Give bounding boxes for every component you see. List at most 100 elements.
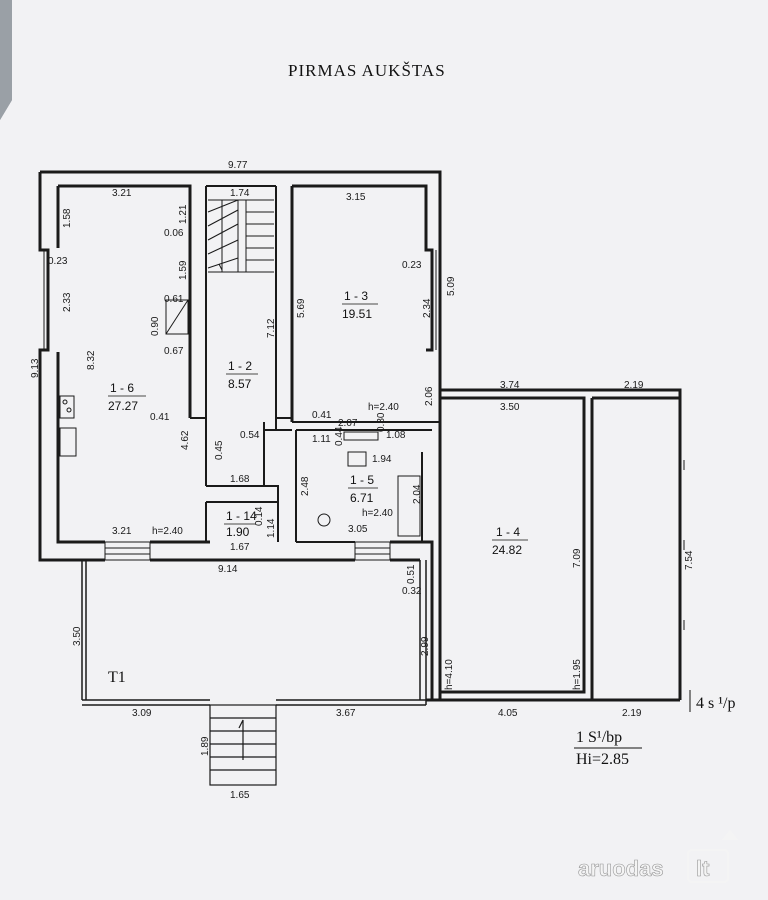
- dim-label: 3.05: [348, 524, 368, 535]
- dim-label: 0.45: [214, 440, 225, 460]
- dim-label: 0.30: [376, 412, 387, 432]
- height-room-6: h=2.40: [152, 526, 183, 537]
- entry-steps: [209, 704, 277, 786]
- dim-label: 0.51: [406, 564, 417, 584]
- inner-walls: [190, 185, 440, 543]
- door-steps: [104, 541, 391, 561]
- dim-label: 0.41: [312, 410, 332, 421]
- plan-title: PIRMAS AUKŠTAS: [288, 61, 446, 80]
- dim-label: 2.99: [420, 636, 431, 656]
- dim-label: 3.09: [132, 708, 152, 719]
- dim-label: 0.06: [164, 228, 184, 239]
- dim-label: 0.32: [402, 586, 422, 597]
- dim-label: 3.21: [112, 526, 132, 537]
- dim-label: 2.33: [62, 292, 73, 312]
- dim-label: 3.74: [500, 380, 520, 391]
- room-1-5: 1 - 5 6.71: [348, 473, 378, 505]
- room-area: 24.82: [492, 543, 522, 557]
- dim-label: 2.34: [422, 298, 433, 318]
- dim-label: 1.74: [230, 188, 250, 199]
- terrace-outline: [81, 560, 427, 706]
- dim-label: 3.21: [112, 188, 132, 199]
- room-id: 1 - 3: [344, 289, 368, 303]
- dim-label: 3.50: [72, 626, 83, 646]
- room-1-3: 1 - 3 19.51: [342, 289, 378, 321]
- terrace-label: T1: [108, 669, 126, 686]
- room-area: 1.90: [226, 525, 250, 539]
- dim-label: 9.13: [30, 358, 41, 378]
- dim-label: 0.61: [164, 294, 184, 305]
- dim-label: 5.69: [296, 298, 307, 318]
- dim-label: 8.32: [86, 350, 97, 370]
- house-chimney-icon: [722, 830, 738, 840]
- dim-label: 2.48: [300, 476, 311, 496]
- dim-label: 5.09: [446, 276, 457, 296]
- dim-label: 1.59: [178, 260, 189, 280]
- room-area: 6.71: [350, 491, 374, 505]
- height-garage-right: h=1.95: [572, 659, 583, 690]
- room-area: 19.51: [342, 307, 372, 321]
- dim-label: 3.15: [346, 192, 366, 203]
- dim-label: 2.19: [624, 380, 644, 391]
- room-1-6: 1 - 6 27.27: [108, 381, 146, 413]
- room-1-14: 1 - 14 1.90: [224, 509, 257, 539]
- legend-line-2: Hi=2.85: [576, 751, 629, 768]
- room-id: 1 - 2: [228, 359, 252, 373]
- room-id: 1 - 4: [496, 525, 520, 539]
- outer-walls: [38, 170, 682, 702]
- dim-label: 0.54: [240, 430, 260, 441]
- dim-label: 2.04: [412, 484, 423, 504]
- room-area: 8.57: [228, 377, 252, 391]
- dim-label: 2.07: [338, 418, 358, 429]
- legend-line-1: 1 S¹/bp: [576, 729, 622, 746]
- dim-label: 0.23: [48, 256, 68, 267]
- dim-label: 9.77: [228, 160, 248, 171]
- height-room-3: h=2.40: [368, 402, 399, 413]
- dim-label: 0.44: [334, 426, 345, 446]
- fixtures: [59, 299, 421, 537]
- room-id: 1 - 5: [350, 473, 374, 487]
- dim-label: 1.94: [372, 454, 392, 465]
- dim-label: 2.06: [424, 386, 435, 406]
- dim-label: 1.89: [200, 736, 211, 756]
- windows: [43, 250, 685, 630]
- dim-label: 9.14: [218, 564, 238, 575]
- room-id: 1 - 14: [226, 509, 257, 523]
- height-garage-left: h=4.10: [444, 659, 455, 690]
- watermark-badge: [687, 849, 729, 883]
- dim-label: 3.50: [500, 402, 520, 413]
- dim-label: 0.67: [164, 346, 184, 357]
- dim-label: 1.21: [178, 204, 189, 224]
- dim-label: 4.62: [180, 430, 191, 450]
- room-1-2: 1 - 2 8.57: [226, 359, 258, 391]
- watermark-text: aruodas: [578, 856, 664, 881]
- dim-label: 1.11: [312, 434, 331, 445]
- height-room-5: h=2.40: [362, 508, 393, 519]
- dim-label: 3.67: [336, 708, 356, 719]
- dimension-labels: 9.77 3.21 1.74 3.15 1.58 1.21 0.06 0.23 …: [30, 160, 695, 801]
- dim-label: 2.19: [622, 708, 642, 719]
- aruodas-watermark: aruodas lt: [578, 830, 738, 883]
- dim-label: 7.09: [572, 548, 583, 568]
- dim-label: 7.12: [266, 318, 277, 338]
- dim-label: 1.58: [62, 208, 73, 228]
- scale-note: 4 s ¹/p: [696, 695, 735, 712]
- dim-label: 0.41: [150, 412, 170, 423]
- dim-label: 1.14: [266, 518, 277, 538]
- dim-label: 1.67: [230, 542, 250, 553]
- dim-label: 1.65: [230, 790, 250, 801]
- dim-label: 4.05: [498, 708, 518, 719]
- dim-label: 0.14: [254, 506, 265, 526]
- room-id: 1 - 6: [110, 381, 134, 395]
- room-1-4: 1 - 4 24.82: [492, 525, 528, 557]
- dim-label: 7.54: [684, 550, 695, 570]
- room-area: 27.27: [108, 399, 138, 413]
- dim-label: 0.23: [402, 260, 422, 271]
- watermark-suffix: lt: [696, 856, 710, 881]
- dim-label: 0.90: [150, 316, 161, 336]
- staircase-upper: [207, 199, 274, 273]
- dim-label: 1.68: [230, 474, 250, 485]
- dim-label: 1.08: [386, 430, 406, 441]
